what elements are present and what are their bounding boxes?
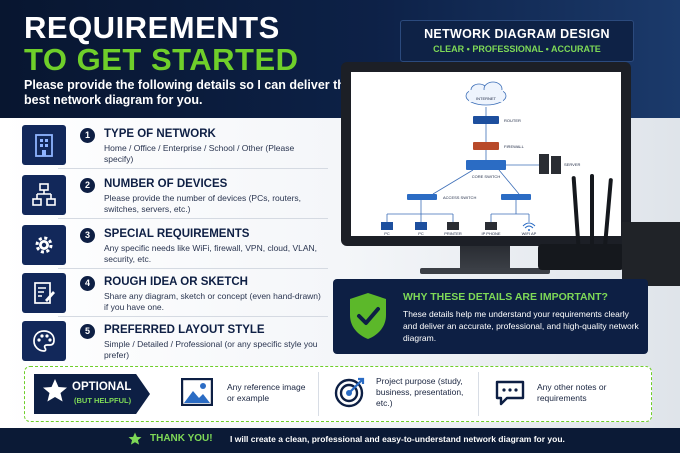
badge-title: NETWORK DIAGRAM DESIGN [424,27,610,41]
requirement-title: TYPE OF NETWORK [104,128,216,140]
divider [58,316,328,317]
requirement-description: Any specific needs like WiFi, firewall, … [104,243,318,264]
firewall-icon [473,142,499,150]
diagram-label-core-switch: CORE SWITCH [472,174,501,179]
footer-bar [0,428,680,453]
router-icon [473,116,499,124]
diagram-label-pc: PC [384,231,390,236]
why-panel: WHY THESE DETAILS ARE IMPORTANT? These d… [333,279,648,354]
requirement-title: ROUGH IDEA OR SKETCH [104,276,248,288]
gear-icon [22,225,66,265]
diagram-label-printer: PRINTER [444,231,462,236]
requirement-description: Simple / Detailed / Professional (or any… [104,339,318,360]
pc-icon [415,222,427,230]
network-topology-icon [22,175,66,215]
diagram-label-ip-phone: IP PHONE [481,231,500,236]
diagram-label-router: ROUTER [504,118,521,123]
requirement-item: 5 PREFERRED LAYOUT STYLE Simple / Detail… [22,318,322,364]
star-icon [43,379,67,402]
chat-icon [495,380,525,406]
diagram-label-internet: INTERNET [476,96,497,101]
optional-sublabel: (BUT HELPFUL) [74,396,132,405]
monitor: INTERNET ROUTER FIREWALL CORE SWITCH SER… [341,62,631,246]
wifi-icon [522,222,536,229]
core-switch-icon [466,160,506,170]
requirement-title: PREFERRED LAYOUT STYLE [104,324,265,336]
palette-icon [22,321,66,361]
network-diagram: INTERNET ROUTER FIREWALL CORE SWITCH SER… [381,81,580,236]
diagram-label-server: SERVER [564,162,580,167]
target-icon [334,377,365,408]
requirement-description: Share any diagram, sketch or concept (ev… [104,291,321,312]
star-icon [128,432,142,445]
requirement-item: 4 ROUGH IDEA OR SKETCH Share any diagram… [22,270,322,316]
badge-tagline: CLEAR • PROFESSIONAL • ACCURATE [433,44,601,54]
requirement-description: Home / Office / Enterprise / School / Ot… [104,143,295,164]
server-icon [539,154,549,174]
requirement-description: Please provide the number of devices (PC… [104,193,302,214]
optional-item-text: Any other notes or requirements [537,382,607,403]
diagram-label-pc: PC [418,231,424,236]
cloud-icon [465,81,507,106]
diagram-label-wifi-ap: WIFI AP [522,231,537,236]
divider [58,168,328,169]
requirement-number: 1 [80,128,95,143]
router-antenna [590,174,594,246]
ip-phone-icon [485,222,497,230]
design-badge: NETWORK DIAGRAM DESIGN CLEAR • PROFESSIO… [400,20,634,62]
requirement-item: 2 NUMBER OF DEVICES Please provide the n… [22,172,322,218]
printer-icon [447,222,459,230]
monitor-stand-base [420,268,550,274]
title-line-1: REQUIREMENTS [24,10,280,45]
divider [478,372,479,416]
divider [58,268,328,269]
requirement-number: 5 [80,324,95,339]
requirement-title: SPECIAL REQUIREMENTS [104,228,250,240]
thank-you-label: THANK YOU! [150,433,213,444]
access-switch-icon [501,194,531,200]
shield-check-icon [350,293,386,339]
network-switch-stack [622,222,680,286]
wifi-router [538,244,624,270]
edit-document-icon [22,273,66,313]
requirement-item: 1 TYPE OF NETWORK Home / Office / Enterp… [22,122,322,168]
optional-label: OPTIONAL [72,381,132,393]
subtitle: Please provide the following details so … [24,78,352,107]
divider [318,372,319,416]
monitor-stand [460,246,510,270]
requirement-title: NUMBER OF DEVICES [104,178,228,190]
why-body: These details help me understand your re… [403,309,639,343]
footer-message: I will create a clean, professional and … [230,434,565,444]
pc-icon [381,222,393,230]
requirement-item: 3 SPECIAL REQUIREMENTS Any specific need… [22,222,322,268]
diagram-label-access-switch: ACCESS SWITCH [443,195,476,200]
image-icon [181,378,213,406]
optional-item-text: Any reference image or example [227,382,306,403]
building-icon [22,125,66,165]
requirement-number: 3 [80,228,95,243]
requirement-number: 2 [80,178,95,193]
diagram-label-firewall: FIREWALL [504,144,525,149]
title-line-2: TO GET STARTED [24,42,299,77]
monitor-screen: INTERNET ROUTER FIREWALL CORE SWITCH SER… [351,72,621,236]
optional-item-text: Project purpose (study, business, presen… [376,376,464,408]
requirement-number: 4 [80,276,95,291]
why-title: WHY THESE DETAILS ARE IMPORTANT? [403,291,608,303]
access-switch-icon [407,194,437,200]
divider [58,218,328,219]
